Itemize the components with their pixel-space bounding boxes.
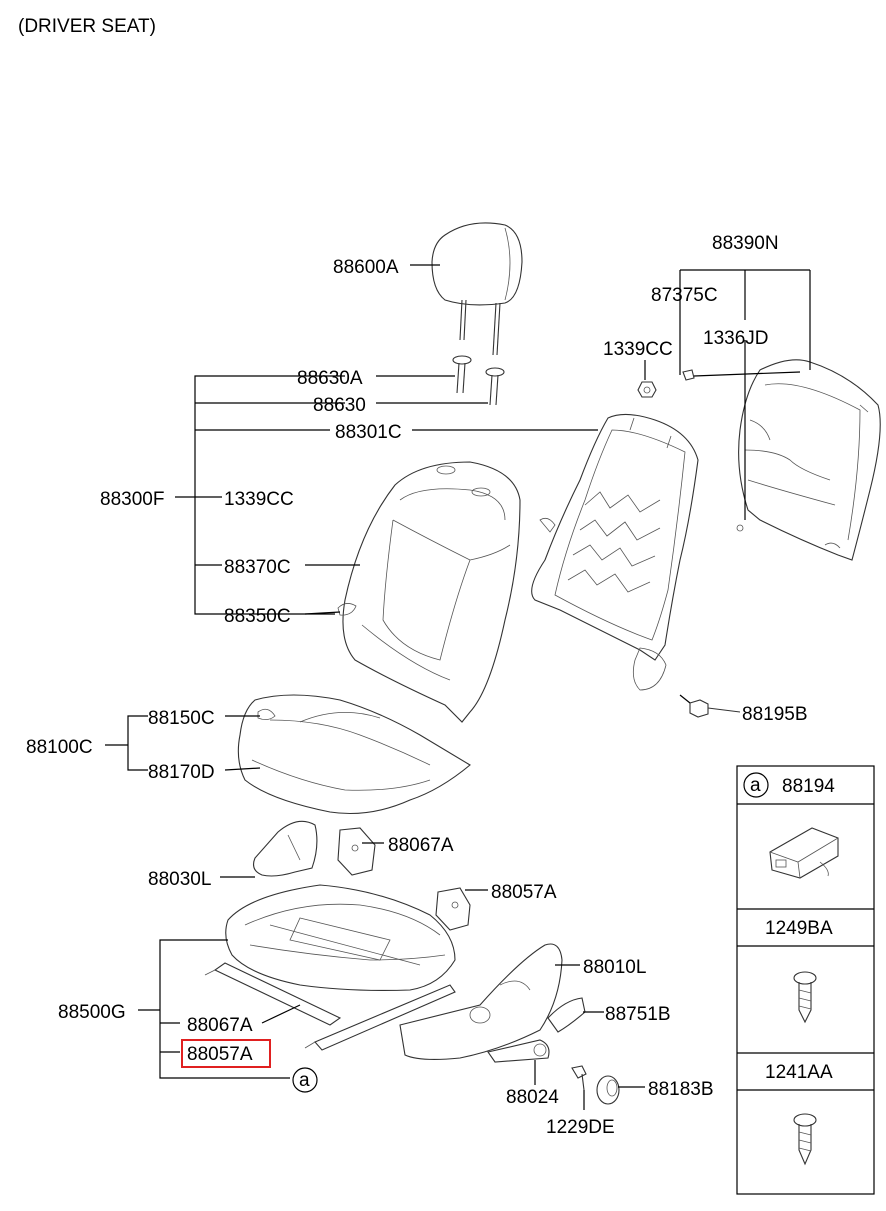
bolt-drawing (689, 699, 741, 718)
diagram-title: (DRIVER SEAT) (18, 16, 156, 37)
label-88350C[interactable]: 88350C (224, 606, 291, 627)
cap-drawing (596, 1075, 620, 1105)
label-88300F[interactable]: 88300F (100, 489, 164, 510)
legend-table: a 88194 1249BA 1241AA (736, 765, 875, 1195)
seat-cushion-drawing (237, 694, 471, 814)
knob-drawing (487, 1039, 550, 1063)
label-88170D[interactable]: 88170D (148, 762, 215, 783)
screw-1241AA-drawing (793, 1113, 817, 1166)
highlight-box (181, 1039, 271, 1068)
seat-back-cover-drawing (337, 461, 521, 723)
label-88370C[interactable]: 88370C (224, 557, 291, 578)
connector-drawing (769, 827, 839, 879)
legend-row-88194[interactable]: 88194 (782, 776, 835, 797)
nut-drawing (637, 381, 657, 398)
label-88630[interactable]: 88630 (313, 395, 366, 416)
headrest-guides-drawing (452, 355, 505, 406)
label-88100C[interactable]: 88100C (26, 737, 93, 758)
screw-1249BA-drawing (793, 971, 817, 1024)
callout-a-label: a (299, 1070, 310, 1091)
label-88630A[interactable]: 88630A (297, 368, 363, 389)
seat-back-frame-drawing (531, 413, 699, 691)
label-88067A-bottom[interactable]: 88067A (187, 1015, 253, 1036)
label-1336JD[interactable]: 1336JD (703, 328, 769, 349)
seat-track-drawing (204, 884, 456, 1051)
label-88183B[interactable]: 88183B (648, 1079, 714, 1100)
bracket-drawing-2 (435, 887, 471, 931)
label-88195B[interactable]: 88195B (742, 704, 808, 725)
legend-row-1249BA[interactable]: 1249BA (765, 918, 833, 939)
label-88390N[interactable]: 88390N (712, 233, 779, 254)
label-88301C[interactable]: 88301C (335, 422, 402, 443)
label-88600A[interactable]: 88600A (333, 257, 399, 278)
side-shield-drawing (253, 820, 318, 877)
back-board-drawing (736, 359, 881, 561)
screw-drawing (571, 1065, 587, 1091)
label-88057A-bottom[interactable]: 88057A (187, 1044, 253, 1065)
label-88500G[interactable]: 88500G (58, 1002, 126, 1023)
label-88057A-top[interactable]: 88057A (491, 882, 557, 903)
callout-a-circle (292, 1067, 318, 1093)
label-1339CC-top[interactable]: 1339CC (603, 339, 673, 360)
legend-callout-circle (743, 772, 769, 798)
label-88010L[interactable]: 88010L (583, 957, 646, 978)
label-1339CC-mid[interactable]: 1339CC (224, 489, 294, 510)
label-88751B[interactable]: 88751B (605, 1004, 671, 1025)
label-1229DE[interactable]: 1229DE (546, 1117, 615, 1138)
label-88024[interactable]: 88024 (506, 1087, 559, 1108)
label-88067A-top[interactable]: 88067A (388, 835, 454, 856)
headrest-drawing (431, 222, 523, 356)
label-87375C[interactable]: 87375C (651, 285, 718, 306)
legend-row-1241AA[interactable]: 1241AA (765, 1062, 833, 1083)
bracket-drawing (337, 827, 376, 876)
label-88030L[interactable]: 88030L (148, 869, 211, 890)
legend-callout-label: a (750, 775, 761, 796)
side-cover-drawing (399, 943, 563, 1061)
label-88150C[interactable]: 88150C (148, 708, 215, 729)
